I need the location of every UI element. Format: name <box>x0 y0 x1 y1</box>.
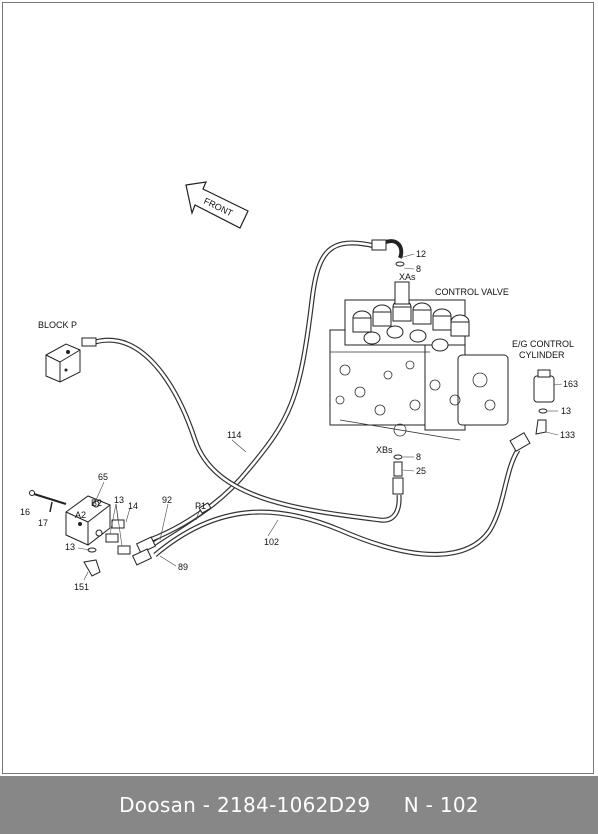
fitting-89 <box>131 502 212 566</box>
port-p1: P1 <box>195 501 206 511</box>
parts-diagram: FRONT <box>20 181 578 592</box>
callout-151: 151 <box>74 582 89 592</box>
callout-114: 114 <box>227 430 241 440</box>
callout-17: 17 <box>38 518 48 528</box>
eg-control-cylinder <box>509 369 555 452</box>
leader-lines <box>77 253 563 581</box>
fitting-25 <box>392 454 404 495</box>
eg-control-title-2: CYLINDER <box>519 350 565 360</box>
port-xas: XAs <box>399 272 416 282</box>
footer-part-number: 2184-1062D29 <box>216 793 371 817</box>
hose-92 <box>149 507 207 543</box>
footer-page-code: N - 102 <box>403 793 479 817</box>
port-b2: B2 <box>91 498 102 508</box>
callout-8-bottom: 8 <box>416 452 421 462</box>
block-65 <box>29 490 131 577</box>
callout-25: 25 <box>416 466 426 476</box>
fitting-12 <box>371 239 405 267</box>
callout-12: 12 <box>416 249 426 259</box>
eg-control-title-1: E/G CONTROL <box>512 339 574 349</box>
callout-14: 14 <box>128 501 138 511</box>
callout-89: 89 <box>178 562 188 572</box>
block-p-title: BLOCK P <box>38 320 77 330</box>
callout-13-lower: 13 <box>65 542 75 552</box>
footer-gap <box>370 793 403 817</box>
hose-block-p <box>94 337 402 523</box>
footer-bar: Doosan - 2184-1062D29 N - 102 <box>0 776 598 834</box>
callout-16: 16 <box>20 507 30 517</box>
port-a2: A2 <box>75 510 86 520</box>
block-p <box>45 337 97 383</box>
callout-13-block: 13 <box>114 495 124 505</box>
control-valve-body <box>329 281 509 441</box>
footer-separator: - <box>196 793 217 817</box>
callout-133: 133 <box>560 430 575 440</box>
callout-8-top: 8 <box>416 264 421 274</box>
port-xbs: XBs <box>376 445 393 455</box>
callout-163: 163 <box>563 379 578 389</box>
control-valve-title: CONTROL VALVE <box>435 287 509 297</box>
footer-brand: Doosan <box>119 793 197 817</box>
callout-13-cylinder: 13 <box>561 406 571 416</box>
callout-92: 92 <box>162 495 172 505</box>
callout-65: 65 <box>98 472 108 482</box>
callout-102: 102 <box>264 537 279 547</box>
front-arrow-icon: FRONT <box>185 181 249 229</box>
hose-102 <box>153 448 521 557</box>
